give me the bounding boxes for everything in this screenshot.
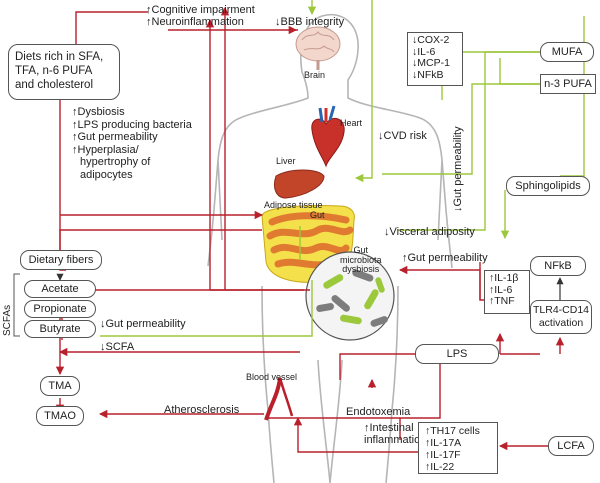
sphingolipids-box: Sphingolipids (506, 176, 590, 196)
liver-label: Liver (276, 156, 296, 166)
dark-arrows (56, 273, 564, 300)
dietary-fibers-box: Dietary fibers (20, 250, 102, 270)
cvd-risk-label: ↓CVD risk (378, 130, 427, 142)
microbiota-line-3: dysbiosis (342, 264, 380, 274)
cytokine-il1b: ↑IL-1β (489, 272, 519, 284)
brain-shape (295, 26, 341, 70)
butyrate-gut-permeability-label: ↓Gut permeability (100, 318, 186, 330)
th17-il22: ↑IL-22 (425, 461, 455, 473)
mufa-box: MUFA (540, 42, 594, 62)
microbiota-line-2: microbiota (340, 254, 382, 265)
effect-lps-bacteria: ↑LPS producing bacteria (72, 118, 192, 131)
heart-shape (311, 105, 345, 168)
cytokine-il6: ↑IL-6 (489, 283, 513, 296)
diets-line-2: TFA, n-6 PUFA (15, 65, 93, 77)
th17-box: ↑TH17 cells ↑IL-17A ↑IL-17F ↑IL-22 (418, 422, 498, 474)
th17-il17f: ↑IL-17F (425, 449, 461, 461)
propionate-box: Propionate (24, 300, 96, 318)
microbiota-label: Gut microbiota dysbiosis (340, 245, 382, 275)
bbb-integrity-label: ↓BBB integrity (275, 16, 345, 28)
effect-gut-permeability: ↑Gut permeability (72, 131, 158, 143)
red-arrows (55, 6, 565, 453)
atherosclerosis-label: Atherosclerosis (164, 404, 240, 416)
acetate-box: Acetate (24, 280, 96, 298)
blood-vessel-shape (264, 377, 294, 421)
lps-box: LPS (415, 344, 499, 364)
butyrate-box: Butyrate (24, 320, 96, 338)
diets-line-1: Diets rich in SFA, (15, 51, 104, 63)
tma-box: TMA (40, 376, 80, 396)
intestinal-inflammation-label: ↑Intestinal inflammation (364, 422, 426, 446)
microbiota-circle (305, 251, 395, 341)
marker-mcp1: ↓MCP-1 (412, 57, 450, 69)
effects-list: ↑Dysbiosis ↑LPS producing bacteria ↑Gut … (72, 106, 192, 181)
microbiota-line-1: Gut (353, 245, 369, 255)
diets-box: Diets rich in SFA, TFA, n-6 PUFA and cho… (8, 44, 120, 100)
body-silhouette (207, 13, 453, 483)
marker-cox2: ↓COX-2 (412, 34, 450, 46)
marker-nfkb: ↓NFkB (412, 68, 444, 81)
intestinal-line-1: ↑Intestinal (364, 422, 414, 434)
cytokines-box: ↑IL-1β ↑IL-6 ↑TNF (484, 270, 530, 314)
effect-hypertrophy: hypertrophy of (80, 156, 151, 168)
n3-pufa-box: n-3 PUFA (540, 74, 596, 94)
endotoxemia-label: Endotoxemia (346, 406, 411, 418)
adipose-label: Adipose tissue (264, 200, 323, 210)
th17-il17a: ↑IL-17A (425, 437, 462, 449)
liver-shape (273, 169, 325, 199)
nfkb-box: NFkB (530, 256, 586, 276)
effect-hyperplasia: ↑Hyperplasia/ (72, 143, 139, 156)
inflammatory-markers-box: ↓COX-2 ↓IL-6 ↓MCP-1 ↓NFkB (407, 32, 463, 86)
intestinal-line-2: inflammation (364, 434, 427, 446)
brain-label: Brain (304, 70, 326, 80)
visceral-adiposity-label: ↓Visceral adiposity (384, 226, 475, 238)
gut-label: Gut (310, 210, 325, 220)
neuroinflammation-label: ↑Neuroinflammation (146, 16, 244, 28)
th17-cells: ↑TH17 cells (425, 425, 480, 437)
cytokine-tnf: ↑TNF (489, 295, 515, 307)
marker-il6: ↓IL-6 (412, 45, 436, 58)
diets-line-3: and cholesterol (15, 79, 93, 91)
gut-permeability-up-label: ↑Gut permeability (402, 252, 488, 264)
scfa-decrease-label: ↓SCFA (100, 341, 135, 353)
lcfa-box: LCFA (548, 436, 594, 456)
gut-permeability-vertical-label: ↓Gut permeability (452, 126, 464, 212)
scfas-side-label: SCFAs (2, 304, 13, 336)
scfa-bracket (13, 273, 20, 337)
tlr4-line-1: TLR4-CD14 (533, 304, 590, 316)
heart-label: Heart (340, 118, 363, 128)
effect-dysbiosis: ↑Dysbiosis (72, 106, 125, 118)
tlr4-line-2: activation (538, 317, 584, 329)
tlr4-box: TLR4-CD14 activation (530, 300, 592, 334)
tmao-box: TMAO (36, 406, 84, 426)
blood-vessel-label: Blood vessel (246, 372, 298, 382)
effect-adipocytes: adipocytes (80, 168, 133, 181)
cognitive-impairment-label: ↑Cognitive impairment (146, 4, 255, 16)
